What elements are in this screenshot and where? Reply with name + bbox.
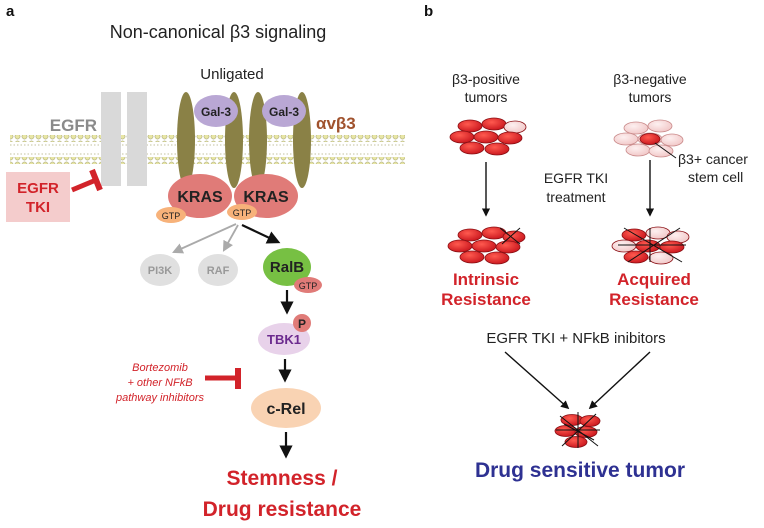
bortezomib-label-3: pathway inhibitors [115, 392, 205, 404]
b3-positive-tumor [449, 117, 527, 156]
svg-text:c-Rel: c-Rel [266, 401, 305, 418]
egfr-tki-label-1: EGFR [17, 180, 59, 197]
egfr-tki-inhibition [71, 168, 103, 193]
egfr-receptor [101, 92, 147, 186]
stem-cell-label-1: β3+ cancer [678, 151, 748, 167]
panel-b: b β3-positive tumors β3-negative tumors [424, 3, 748, 482]
svg-text:Gal-3: Gal-3 [201, 105, 231, 119]
gal3-right: Gal-3 [262, 95, 306, 127]
panel-b-label: b [424, 3, 433, 20]
combination-therapy-label: EGFR TKI + NFkB inibitors [486, 330, 665, 347]
drug-sensitive-label: Drug sensitive tumor [475, 459, 685, 482]
intrinsic-label-1: Intrinsic [453, 270, 519, 289]
panel-a: a Non-canonical β3 signaling Unligated E… [6, 3, 405, 521]
tki-treatment-label-2: treatment [546, 189, 605, 205]
bortezomib-label-1: Bortezomib [132, 362, 188, 374]
svg-text:GTP: GTP [233, 208, 252, 218]
acquired-tki-marks [618, 227, 686, 263]
phospho-label: P [298, 317, 306, 331]
gtp-left: GTP [156, 207, 186, 223]
svg-text:TBK1: TBK1 [267, 332, 301, 347]
arrow-acquired-to-sensitive [588, 351, 651, 410]
crel-node: c-Rel [251, 388, 321, 428]
acquired-resistance-tumor [611, 226, 690, 265]
panel-a-title: Non-canonical β3 signaling [110, 22, 326, 42]
ralb-node: RalB GTP [263, 248, 322, 293]
outcome-label-2: Drug resistance [203, 498, 362, 521]
arrow-to-ralb [241, 224, 281, 244]
svg-text:KRAS: KRAS [243, 189, 289, 206]
svg-text:KRAS: KRAS [177, 189, 223, 206]
intrinsic-tki-marks [499, 227, 521, 245]
panel-a-label: a [6, 3, 15, 20]
ralb-gtp: GTP [299, 281, 318, 291]
gal3-left: Gal-3 [194, 95, 238, 127]
arrow-to-raf [222, 224, 239, 252]
arrow-to-pi3k [172, 223, 237, 254]
svg-text:PI3K: PI3K [148, 265, 173, 277]
pi3k-node: PI3K [140, 254, 180, 286]
b3-positive-label-1: β3-positive [452, 71, 520, 87]
intrinsic-resistance-tumor [447, 226, 526, 265]
svg-text:RalB: RalB [270, 259, 304, 276]
kras-left: KRAS [168, 174, 232, 218]
tbk1-node: TBK1 P [258, 314, 311, 355]
outcome-label-1: Stemness / [227, 467, 338, 490]
svg-text:Gal-3: Gal-3 [269, 105, 299, 119]
intrinsic-label-2: Resistance [441, 290, 531, 309]
raf-node: RAF [198, 254, 238, 286]
b3-negative-tumor [613, 119, 684, 158]
b3-positive-label-2: tumors [465, 89, 508, 105]
stem-cell-label-2: stem cell [688, 169, 743, 185]
arrow-intrinsic-to-sensitive [504, 351, 570, 410]
kras-right: KRAS [234, 174, 298, 218]
b3-negative-label-2: tumors [629, 89, 672, 105]
stem-cell-pointer [654, 142, 677, 159]
egfr-label: EGFR [50, 116, 97, 135]
acquired-label-2: Resistance [609, 290, 699, 309]
cancer-stem-cell [639, 133, 661, 145]
integrin-label: αvβ3 [316, 114, 356, 133]
svg-text:RAF: RAF [207, 265, 230, 277]
drug-sensitive-marks [556, 412, 600, 448]
bortezomib-label-2: + other NFkB [127, 377, 192, 389]
b3-negative-label-1: β3-negative [613, 71, 687, 87]
egfr-tki-box [6, 172, 70, 222]
gtp-right: GTP [227, 204, 257, 220]
unligated-label: Unligated [200, 66, 263, 83]
acquired-label-1: Acquired [617, 270, 691, 289]
cell-membrane [10, 135, 405, 164]
svg-text:GTP: GTP [162, 211, 181, 221]
bortezomib-inhibition [205, 368, 241, 389]
tki-treatment-label-1: EGFR TKI [544, 170, 608, 186]
egfr-tki-label-2: TKI [26, 199, 50, 216]
